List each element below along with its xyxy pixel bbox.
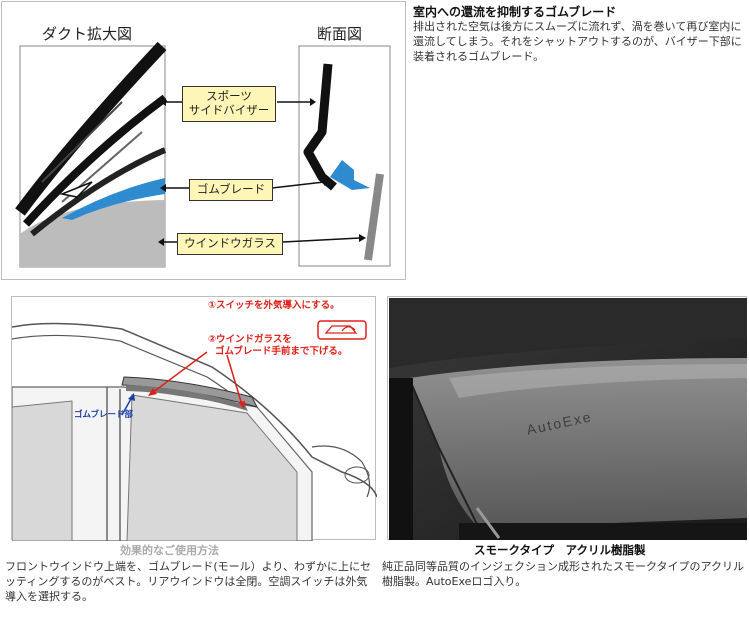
rubber-blade-part-label: ゴムブレード部 — [74, 410, 133, 420]
step2-lower-window-line1: ②ウインドガラスを — [208, 334, 292, 345]
callout-rubber-blade: ゴムブレード — [189, 179, 273, 201]
step1-switch-outside-air: ①スイッチを外気導入にする。 — [208, 300, 340, 311]
callout-sports-side-visor: スポーツ サイドバイザー — [182, 86, 276, 122]
product-description: 純正品同等品質のインジェクション成形されたスモークタイプのアクリル樹脂製。Aut… — [382, 560, 745, 588]
usage-description: フロントウインドウ上端を、ゴムブレード(モール）より、わずかに上にセッティングす… — [5, 560, 371, 603]
car-door-illustration — [12, 320, 377, 541]
duct-diagram-graphic — [15, 41, 391, 268]
smoke-visor-photo — [389, 298, 747, 540]
duct-enlarged-title: ダクト拡大図 — [42, 25, 133, 43]
product-photo-panel: AutoExe — [387, 296, 747, 540]
usage-caption: 効果的なご使用方法 — [120, 544, 219, 557]
step2-lower-window-line2: ゴムブレード手前まで下げる。 — [215, 346, 348, 357]
usage-illustration-panel: ①スイッチを外気導入にする。 ②ウインドガラスを ゴムブレード手前まで下げる。 … — [11, 296, 377, 541]
duct-diagram-panel: ダクト拡大図 断面図 スポーツ サイドバイザー ゴムブレード ウインドウガラス — [1, 1, 406, 280]
product-caption: スモークタイプ アクリル樹脂製 — [474, 543, 646, 557]
cross-section-title: 断面図 — [317, 25, 363, 43]
rubber-blade-description: 排出された空気は後方にスムーズに流れず、渦を巻いて再び室内に還流してしまう。それ… — [413, 20, 742, 63]
callout-window-glass: ウインドウガラス — [177, 233, 283, 255]
rubber-blade-heading: 室内への還流を抑制するゴムブレード — [413, 5, 617, 19]
